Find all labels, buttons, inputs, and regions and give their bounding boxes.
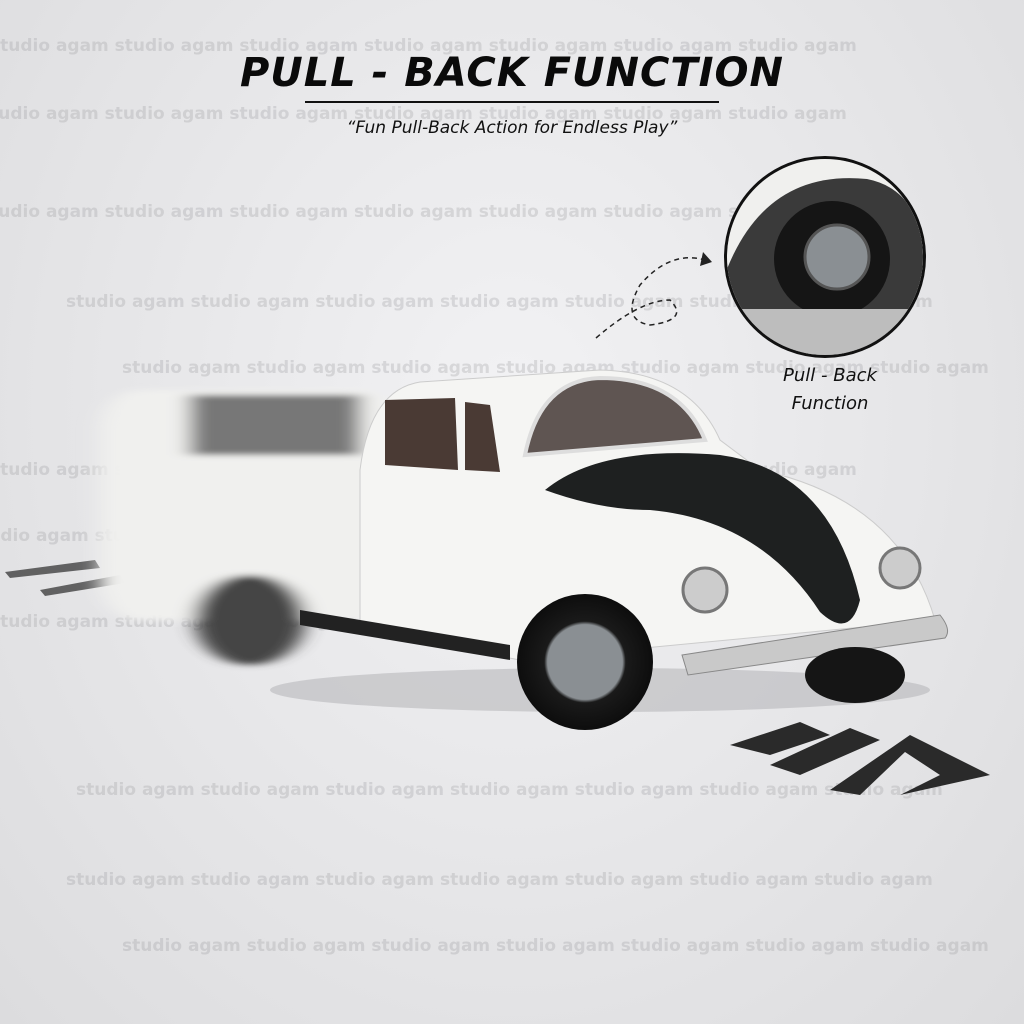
title-divider xyxy=(305,101,719,103)
subtitle: “Fun Pull-Back Action for Endless Play” xyxy=(346,118,678,138)
car-body xyxy=(270,369,949,730)
page-title: PULL - BACK FUNCTION xyxy=(239,50,784,96)
motion-blur-trail xyxy=(100,390,400,665)
callout-label-line1: Pull - Back xyxy=(783,365,877,386)
callout-pointer xyxy=(595,257,706,339)
motion-arrows xyxy=(5,560,990,795)
callout-label-line2: Function xyxy=(791,393,869,414)
callout-label: Pull - Back Function xyxy=(760,362,900,418)
wheel-closeup-image xyxy=(724,156,926,358)
wheel-icon xyxy=(727,159,923,355)
